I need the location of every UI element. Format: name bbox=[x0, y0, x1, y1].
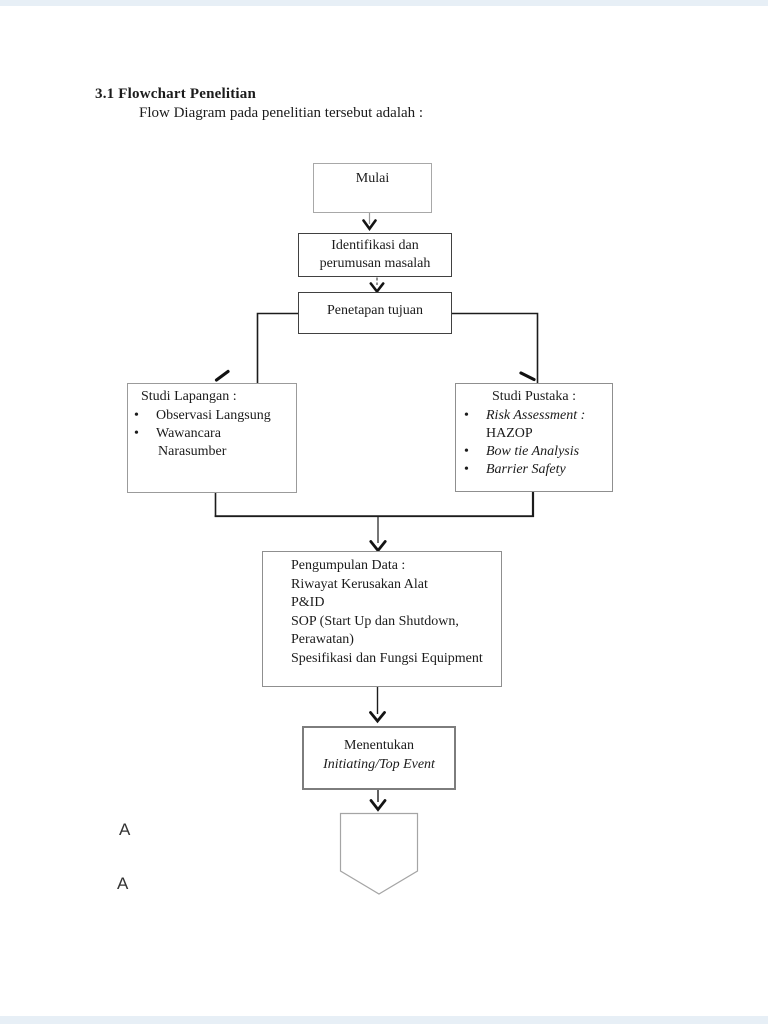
bullet-marker: • bbox=[464, 444, 469, 459]
studi-lapangan-title: Studi Lapangan : bbox=[141, 389, 237, 404]
studi-pustaka-bullet2: • Bow tie Analysis bbox=[464, 443, 579, 461]
arrowhead-offpage-icon bbox=[369, 799, 387, 812]
studi-lapangan-bullet2: • Wawancara bbox=[134, 425, 221, 443]
section-subheading: Flow Diagram pada penelitian tersebut ad… bbox=[139, 105, 424, 121]
arrowhead-identifikasi-icon bbox=[362, 219, 377, 232]
arrowhead-penetapan-icon bbox=[369, 282, 385, 294]
bullet-marker: • bbox=[464, 462, 469, 477]
side-label-a-top: A bbox=[119, 820, 131, 839]
node-studi-lapangan: Studi Lapangan : • Observasi Langsung • Wa… bbox=[127, 383, 297, 493]
pengumpulan-line1: Pengumpulan Data : bbox=[291, 558, 406, 573]
bullet-marker: • bbox=[464, 408, 469, 423]
pengumpulan-line5: Perawatan) bbox=[291, 632, 354, 648]
node-mulai-label: Mulai bbox=[355, 171, 390, 186]
studi-lapangan-bullet1: • Observasi Langsung bbox=[134, 407, 271, 425]
menentukan-line2: Initiating/Top Event bbox=[323, 757, 435, 772]
node-menentukan: Menentukan Initiating/Top Event bbox=[302, 726, 456, 790]
arrowhead-pengumpulan-icon bbox=[369, 540, 387, 553]
node-studi-pustaka: Studi Pustaka : • Risk Assessment : HAZOP… bbox=[455, 383, 613, 492]
bullet-marker: • bbox=[134, 408, 139, 423]
studi-lapangan-bullet2-line2: Narasumber bbox=[158, 444, 227, 459]
studi-pustaka-bullet3: • Barrier Safety bbox=[464, 461, 566, 479]
node-pengumpulan-data: Pengumpulan Data : Riwayat Kerusakan Ala… bbox=[262, 551, 502, 687]
pengumpulan-line4: SOP (Start Up dan Shutdown, bbox=[291, 613, 459, 629]
studi-pustaka-bullet1-text: Risk Assessment : bbox=[486, 408, 586, 423]
studi-pustaka-bullet1-line2: HAZOP bbox=[486, 426, 533, 441]
arrowhead-lapangan-icon bbox=[214, 369, 230, 382]
bullet-marker: • bbox=[134, 426, 139, 441]
node-identifikasi-line1: Identifikasi dan bbox=[331, 238, 419, 253]
studi-lapangan-bullet2-text: Wawancara bbox=[156, 426, 221, 441]
connector-penetapan-lapangan bbox=[256, 312, 298, 383]
pengumpulan-line6: Spesifikasi dan Fungsi Equipment bbox=[291, 650, 483, 666]
studi-pustaka-bullet3-text: Barrier Safety bbox=[486, 462, 566, 477]
node-identifikasi-line2: perumusan masalah bbox=[319, 256, 431, 271]
studi-pustaka-bullet1: • Risk Assessment : bbox=[464, 407, 585, 425]
node-identifikasi: Identifikasi dan perumusan masalah bbox=[298, 233, 452, 277]
pengumpulan-line3: P&ID bbox=[291, 595, 325, 611]
connector-penetapan-pustaka bbox=[452, 312, 539, 383]
node-mulai: Mulai bbox=[313, 163, 432, 213]
node-penetapan-label: Penetapan tujuan bbox=[326, 303, 424, 318]
studi-lapangan-bullet1-text: Observasi Langsung bbox=[156, 408, 271, 423]
studi-pustaka-bullet2-text: Bow tie Analysis bbox=[486, 444, 580, 459]
side-label-a-bottom: A bbox=[117, 874, 129, 893]
node-penetapan: Penetapan tujuan bbox=[298, 292, 452, 334]
viewer-top-bar bbox=[0, 0, 768, 6]
viewer-bottom-bar bbox=[0, 1016, 768, 1024]
arrowhead-pustaka-icon bbox=[519, 371, 536, 382]
arrowhead-menentukan-icon bbox=[369, 711, 386, 724]
menentukan-line1: Menentukan bbox=[344, 738, 414, 753]
studi-pustaka-title: Studi Pustaka : bbox=[491, 389, 576, 404]
pengumpulan-line2: Riwayat Kerusakan Alat bbox=[291, 576, 428, 592]
offpage-connector-shape bbox=[339, 812, 419, 895]
section-heading: 3.1 Flowchart Penelitian bbox=[95, 86, 257, 102]
